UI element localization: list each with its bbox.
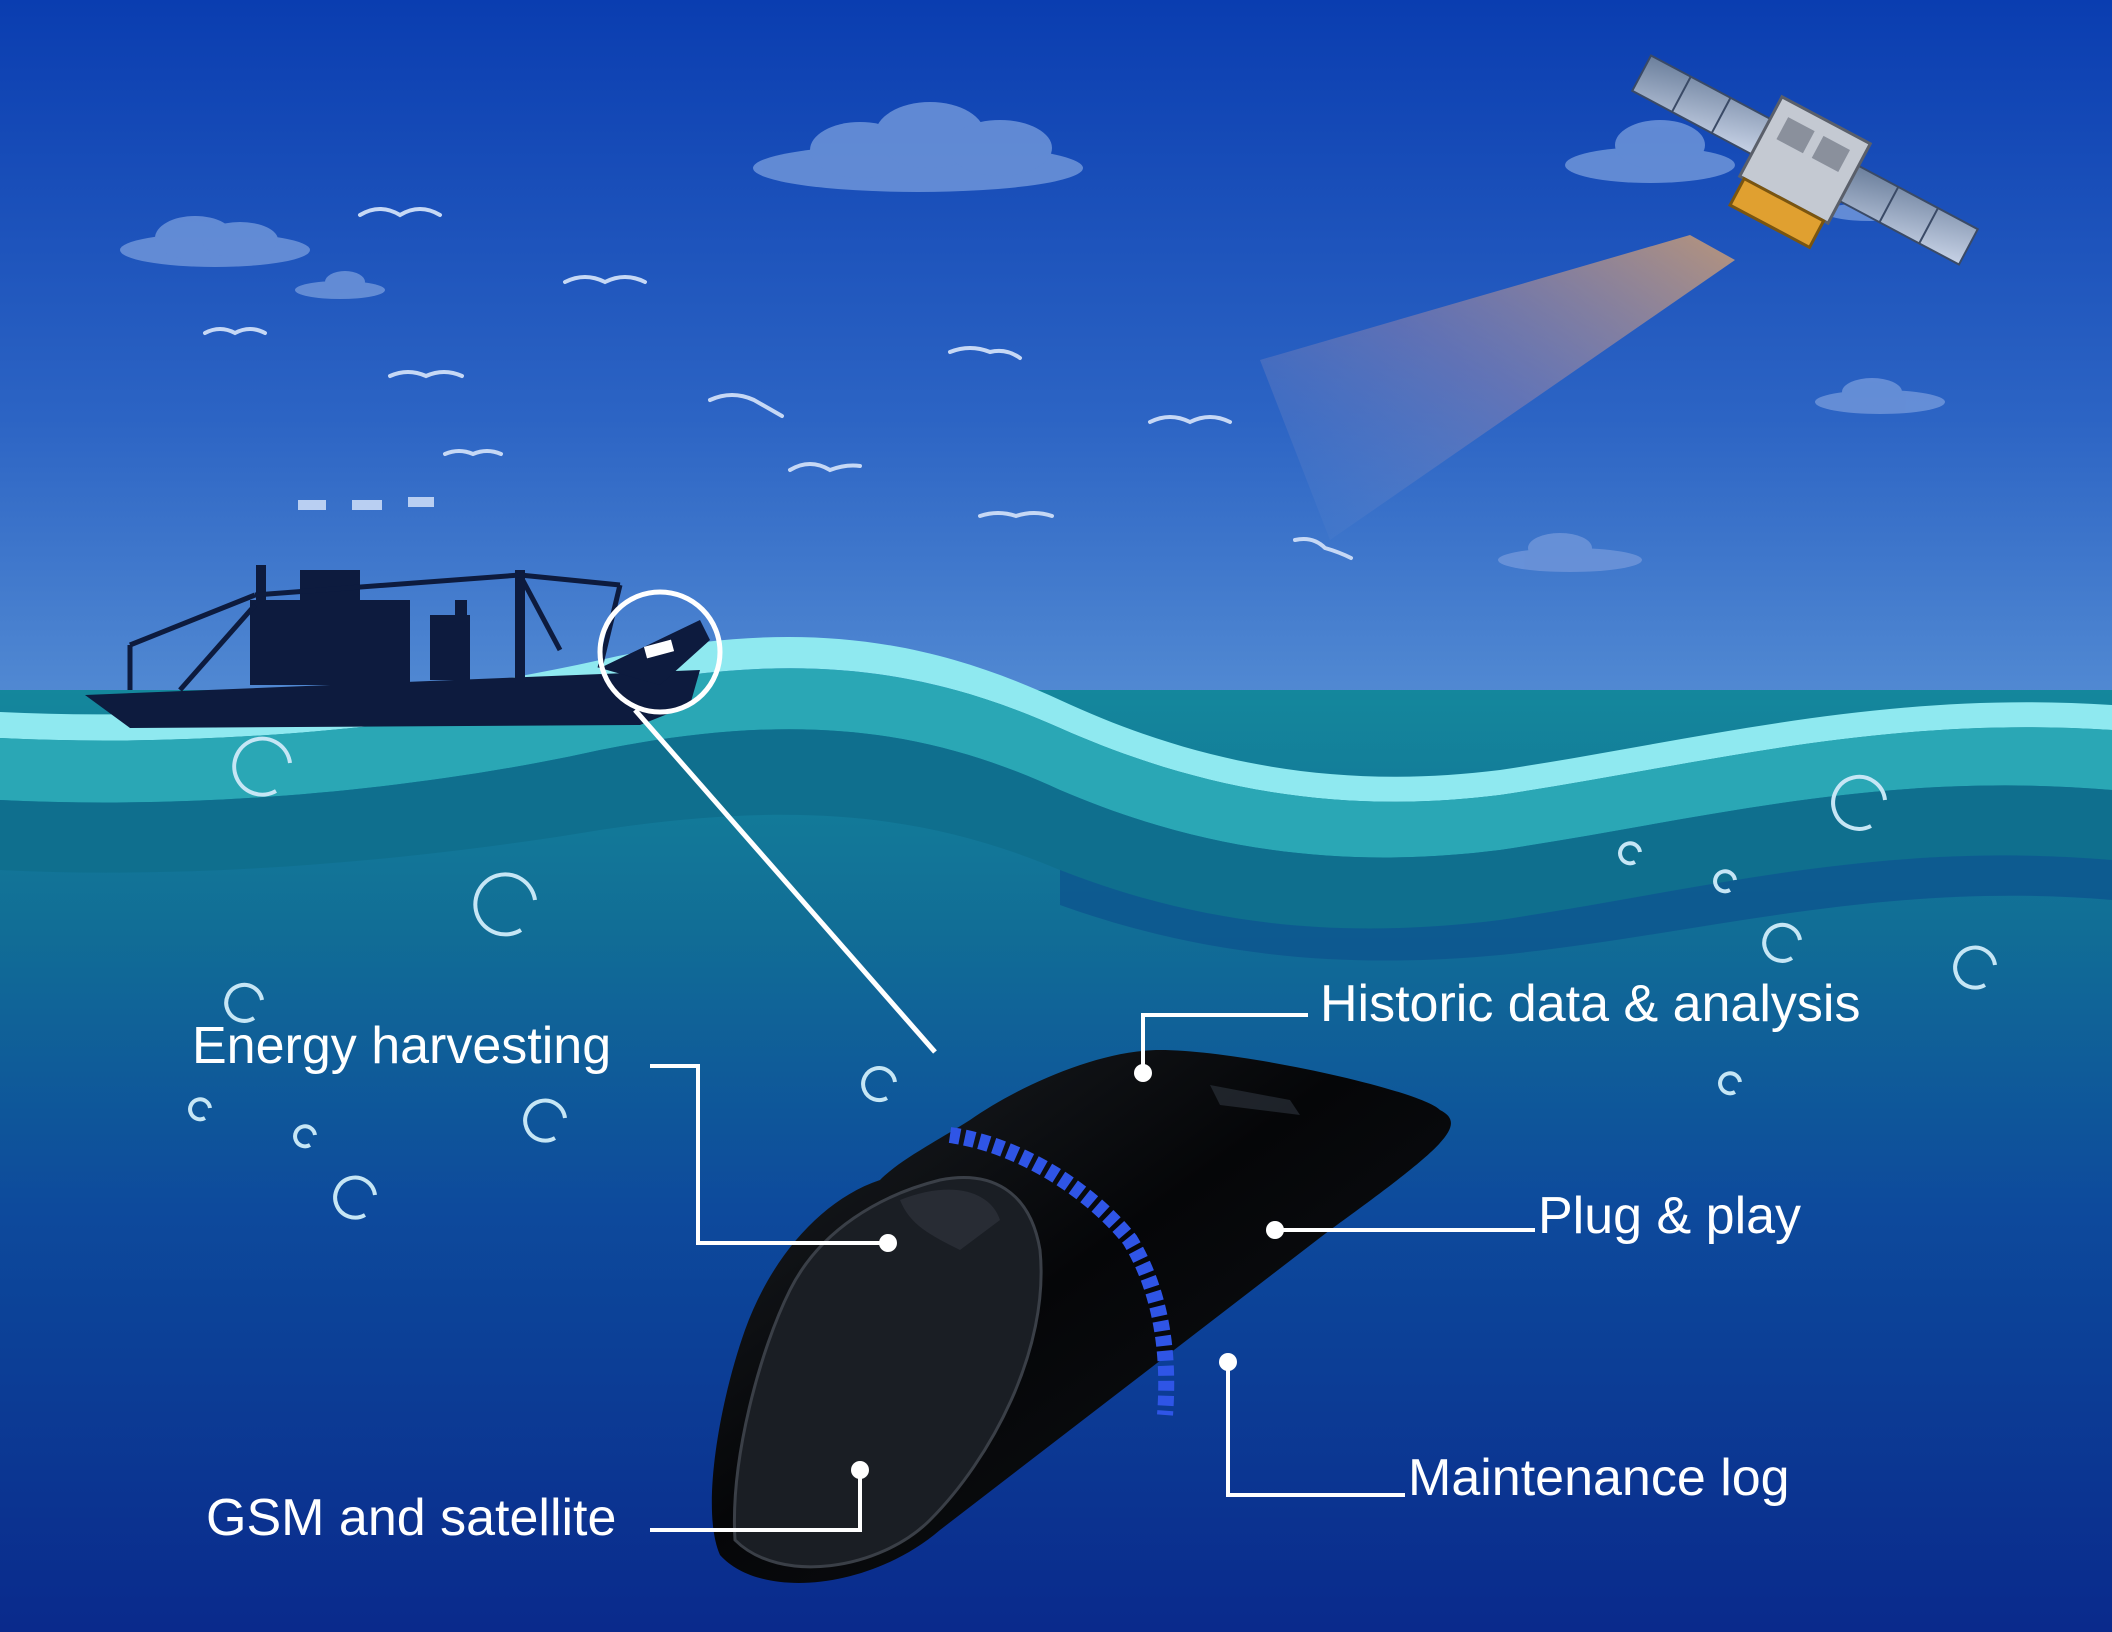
callout-gsm-satellite: GSM and satellite <box>206 1489 617 1547</box>
leader-gsm <box>650 1470 862 1532</box>
sensor-marker <box>643 639 675 659</box>
seagull-icon <box>1148 415 1232 425</box>
zoom-circle <box>597 589 723 715</box>
cloud-icon <box>1565 120 1735 183</box>
leader-historic <box>1141 1013 1308 1072</box>
satellite-beam <box>1260 235 1735 540</box>
cloud-icon <box>120 216 310 267</box>
bubble-icon <box>861 1066 897 1102</box>
seagull-icon <box>203 327 267 336</box>
bubble-icon <box>523 1098 567 1143</box>
bubble-icon <box>333 1175 377 1220</box>
callout-historic-data: Historic data & analysis <box>1320 975 1861 1033</box>
seagull-icon <box>1293 537 1353 560</box>
anchor-dots <box>851 1064 1284 1479</box>
leader-lines <box>650 1013 1535 1532</box>
satellite-icon <box>1630 54 1980 266</box>
bubble-icon <box>224 982 264 1023</box>
zoom-line <box>633 708 937 1054</box>
clouds <box>120 102 1945 572</box>
leader-maint <box>1226 1362 1405 1497</box>
seagull-icon <box>788 462 862 473</box>
cloud-icon <box>1815 378 1945 414</box>
bubble-icon <box>1831 774 1887 831</box>
bubble-icon <box>1713 869 1737 894</box>
bubble-icon <box>1953 945 1997 990</box>
bubble-icon <box>1718 1071 1742 1096</box>
bubble-icon <box>188 1097 212 1122</box>
bubble-icon <box>473 872 537 937</box>
seagull-icon <box>443 449 503 457</box>
cloud-icon <box>1498 533 1642 572</box>
wave-band-dark <box>1060 855 2112 961</box>
leader-energy <box>650 1064 888 1245</box>
callout-energy-harvesting: Energy harvesting <box>192 1017 612 1075</box>
bubble-icon <box>232 736 292 797</box>
callout-plug-play: Plug & play <box>1538 1187 1802 1245</box>
sensor-device-icon <box>711 1050 1451 1583</box>
seagull-icon <box>948 346 1022 360</box>
seagull-icon <box>388 370 464 379</box>
seagull-icon <box>358 207 442 218</box>
cloud-icon <box>295 271 385 299</box>
seagulls <box>203 207 1353 560</box>
bubble-icon <box>1762 922 1802 963</box>
bubbles <box>188 736 1997 1246</box>
bubble-icon <box>1618 841 1642 866</box>
seagull-icon <box>563 275 647 285</box>
bubble-icon <box>293 1124 317 1149</box>
seagull-icon <box>708 393 784 418</box>
ship-smoke <box>298 497 434 510</box>
wave-band-mid <box>0 729 2112 929</box>
callout-maintenance-log: Maintenance log <box>1408 1449 1790 1507</box>
seagull-icon <box>978 511 1054 519</box>
cloud-icon <box>753 102 1083 192</box>
